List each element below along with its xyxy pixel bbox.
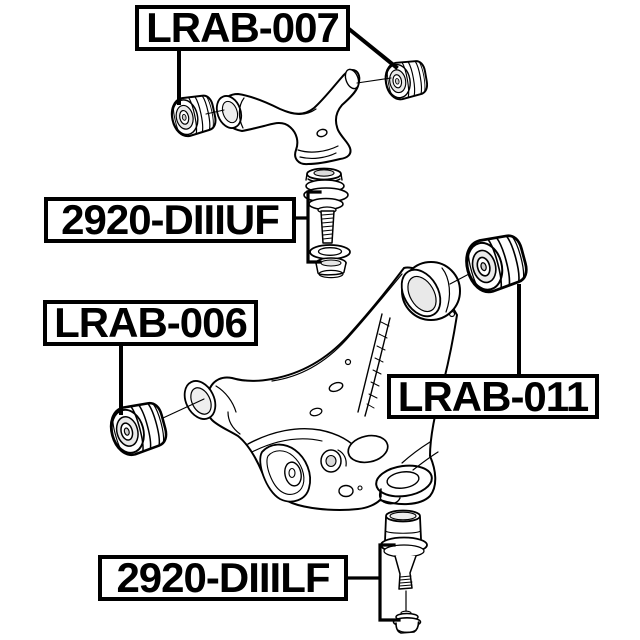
lower-ball-joint (380, 509, 428, 634)
upper-arm-left-socket-inner (221, 100, 239, 124)
axis-line-upper-left (205, 109, 225, 115)
lower-arm-gusset-hole (284, 461, 302, 487)
lower-arm-ridge2 (251, 438, 323, 453)
lower-arm-seat-struts (401, 441, 439, 471)
upper-arm-silhouette (220, 68, 361, 166)
upper-arm-tube-line (238, 97, 245, 129)
lower-arm-rear-socket-inner (407, 275, 437, 313)
upper-control-arm (215, 68, 361, 166)
part-code-lrab-006: LRAB-006 (54, 300, 248, 346)
ball-joint-washer-inner (317, 247, 343, 256)
upper-arm-bushing-left (167, 91, 219, 140)
lower-arm-gusset-hole-center (288, 467, 296, 479)
part-code-lrab-007: LRAB-007 (146, 5, 340, 51)
upper-arm-mount-line2 (299, 152, 337, 159)
lower-control-arm (183, 261, 461, 511)
lower-arm-flange-hatch (366, 321, 390, 409)
part-label-lrab-007: LRAB-007 (135, 5, 350, 51)
part-label-2920-diiiuf: 2920-DIIIUF (44, 197, 296, 243)
lower-arm-front-cone-lines (215, 385, 241, 435)
lower-arm-web-opening (347, 434, 389, 464)
upper-arm-hole (316, 128, 328, 138)
axis-line-lower-rear (449, 273, 470, 285)
lower-arm-flange-band (357, 313, 391, 417)
lower-arm-mid-ring-inner (325, 454, 337, 468)
upper-arm-bushing-right (381, 57, 431, 103)
bracket-diiiuf (294, 190, 322, 264)
lower-arm-seat-collar (378, 488, 401, 505)
lower-arm-ball-seat-inner (386, 471, 420, 489)
ball-joint-dust-cup-body (315, 262, 347, 276)
ball-joint-dust-cup-bottom (318, 269, 344, 279)
part-code-2920-diiilf: 2920-DIIILF (116, 555, 330, 601)
part-code-lrab-011: LRAB-011 (397, 374, 589, 419)
lower-bj-taper-stud (394, 555, 417, 590)
lower-arm-mid-ring-back (337, 449, 347, 467)
leader-lrab007-right (346, 26, 399, 70)
leader-lines (119, 26, 521, 622)
lower-bj-cyl-top-inner (389, 511, 417, 521)
ball-joint-stud-threads (321, 213, 335, 240)
part-label-2920-diiilf: 2920-DIIILF (98, 555, 348, 601)
lower-arm-front-bushing (104, 397, 171, 461)
upper-arm-mount-line1 (297, 145, 339, 153)
part-label-lrab-006: LRAB-006 (43, 300, 258, 346)
lower-arm-gusset-inner (266, 450, 305, 495)
lower-arm-hole6 (309, 407, 323, 417)
lower-arm-front-socket-inner (190, 387, 212, 415)
part-label-lrab-011: LRAB-011 (387, 374, 599, 419)
lower-arm-hole5 (357, 485, 363, 491)
lower-arm-hole2 (344, 358, 352, 366)
lower-arm-top-edge-inner (271, 273, 403, 382)
upper-arm-crease (281, 108, 317, 115)
lower-bj-flange2 (383, 544, 425, 558)
part-code-2920-diiiuf: 2920-DIIIUF (61, 197, 280, 243)
lower-bj-cyl-sides (384, 516, 422, 542)
ball-joint-dust-cup-inner (320, 259, 342, 267)
axis-line-upper-right (356, 77, 392, 84)
lower-arm-hole1 (328, 381, 344, 393)
ball-joint-cap-inner (313, 169, 335, 177)
lower-arm-rear-socket-depth (441, 267, 451, 313)
lower-arm-hole3 (448, 310, 456, 318)
lower-bj-threads (398, 575, 413, 587)
lower-bj-cyl-ring (384, 530, 422, 534)
lower-bj-nut-bottom (397, 629, 417, 633)
upper-arm-right-socket-bore (344, 68, 360, 90)
bracket-diiilf (346, 543, 401, 622)
lower-arm-hole4 (338, 484, 354, 498)
